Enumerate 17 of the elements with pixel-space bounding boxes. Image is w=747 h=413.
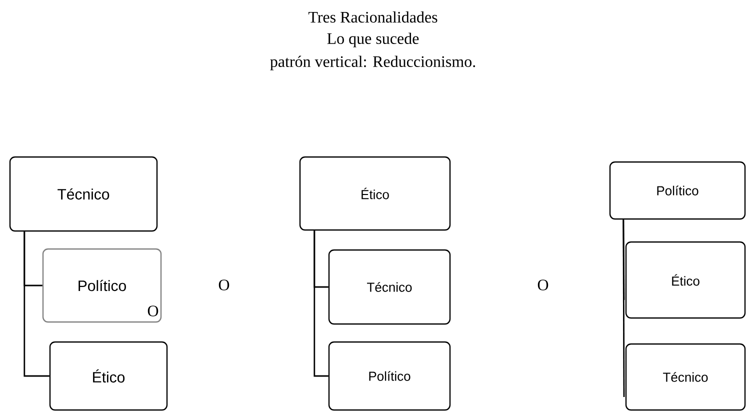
text-box: Técnico: [9, 156, 158, 232]
connector-line: [314, 230, 328, 377]
subtitle: Lo que sucede: [327, 32, 419, 48]
text-box: Técnico: [328, 249, 451, 325]
subtitle: patrón vertical: Reduccionismo.: [270, 56, 476, 70]
text-box: Ético: [299, 156, 451, 231]
letter-label: O: [218, 280, 230, 290]
connector-line: [24, 232, 50, 377]
title: Tres Racionalidades: [308, 11, 438, 23]
text-box: Político: [609, 161, 746, 220]
text-box: Técnico: [625, 343, 746, 411]
text-box: Ético: [625, 241, 746, 319]
letter-label: O: [538, 280, 548, 290]
text-box: Político: [328, 341, 451, 411]
text-box: Ético: [49, 341, 168, 411]
letter-label: O: [148, 306, 158, 316]
connector-line: [622, 220, 625, 397]
